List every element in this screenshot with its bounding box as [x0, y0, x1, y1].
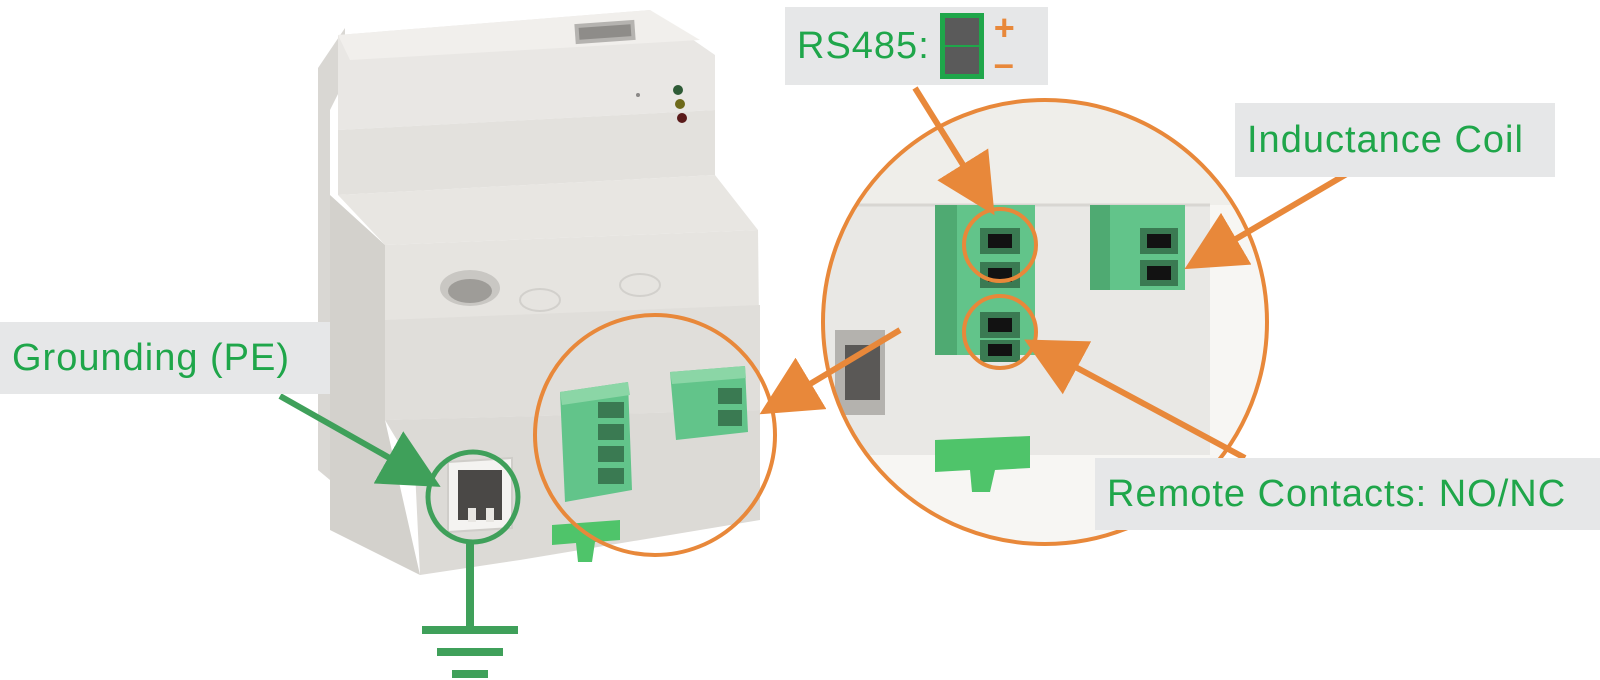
inductance-coil-label: Inductance Coil: [1235, 103, 1555, 177]
rs485-text: RS485:: [797, 24, 930, 67]
remote-contacts-text: Remote Contacts: NO/NC: [1107, 472, 1567, 515]
grounding-label: Grounding (PE): [0, 322, 330, 394]
zoom-detail: [823, 100, 1267, 544]
arrow-inductance-coil: [1184, 169, 1352, 270]
arrow-remote-contacts: [1024, 339, 1247, 461]
terminal-block-left: [560, 382, 632, 502]
grounding-text: Grounding (PE): [12, 336, 291, 379]
remote-terminal-circle: [962, 294, 1038, 370]
callout-circles: [533, 98, 1269, 557]
terminal-connector-icon: [939, 13, 984, 79]
polarity-markers: + –: [993, 7, 1016, 84]
device-housing: [318, 10, 760, 575]
remote-contacts-label: Remote Contacts: NO/NC: [1095, 458, 1600, 530]
ground-symbol-icon: [422, 542, 518, 678]
rs485-terminal-circle: [962, 207, 1038, 283]
arrow-zoom-to-device: [759, 327, 902, 415]
plus-marker: +: [993, 7, 1016, 48]
arrow-grounding: [278, 393, 441, 487]
terminal-block-right: [670, 366, 748, 440]
minus-marker: –: [993, 43, 1015, 84]
rs485-label: RS485: + –: [785, 7, 1048, 85]
device-terminal-circle: [533, 313, 777, 557]
callout-arrows: [759, 86, 1352, 461]
zoom-circle: [821, 98, 1269, 546]
inductance-coil-text: Inductance Coil: [1247, 118, 1524, 161]
arrow-rs485: [912, 86, 995, 216]
